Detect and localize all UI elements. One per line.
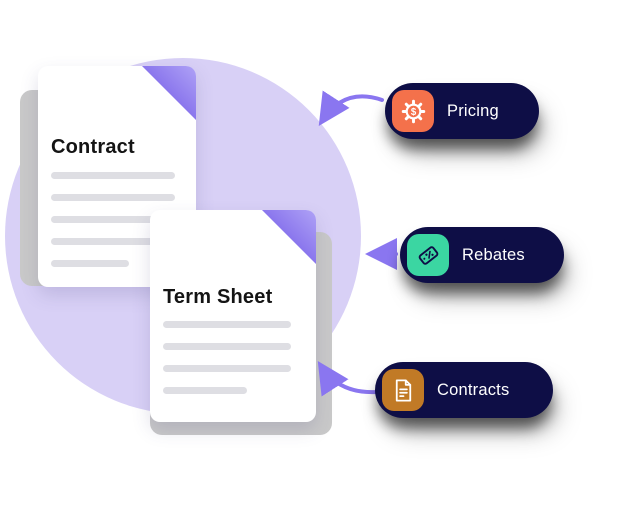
text-line: [163, 343, 291, 350]
contracts-badge[interactable]: Contracts: [375, 362, 553, 418]
text-line: [51, 238, 175, 245]
text-line: [51, 172, 175, 179]
text-line: [163, 387, 247, 394]
badge-label: Contracts: [437, 380, 510, 399]
folded-corner-icon: [262, 210, 316, 264]
pricing-arrow: [318, 90, 384, 127]
pricing-badge[interactable]: $ Pricing: [385, 83, 539, 139]
text-line: [163, 321, 291, 328]
text-line: [51, 194, 175, 201]
rebates-badge[interactable]: Rebates: [400, 227, 564, 283]
text-line: [51, 260, 129, 267]
text-lines: [163, 321, 291, 409]
contract-document-icon: [382, 369, 424, 411]
text-lines: [51, 172, 175, 282]
document-card-term-sheet: Term Sheet: [150, 210, 316, 422]
discount-tag-icon: [407, 234, 449, 276]
svg-text:$: $: [410, 107, 416, 118]
gear-dollar-icon: $: [392, 90, 434, 132]
text-line: [51, 216, 175, 223]
badge-label: Rebates: [462, 245, 525, 264]
document-title: Contract: [51, 136, 135, 158]
badge-label: Pricing: [447, 101, 499, 120]
folded-corner-icon: [142, 66, 196, 120]
document-title: Term Sheet: [163, 286, 273, 308]
text-line: [163, 365, 291, 372]
